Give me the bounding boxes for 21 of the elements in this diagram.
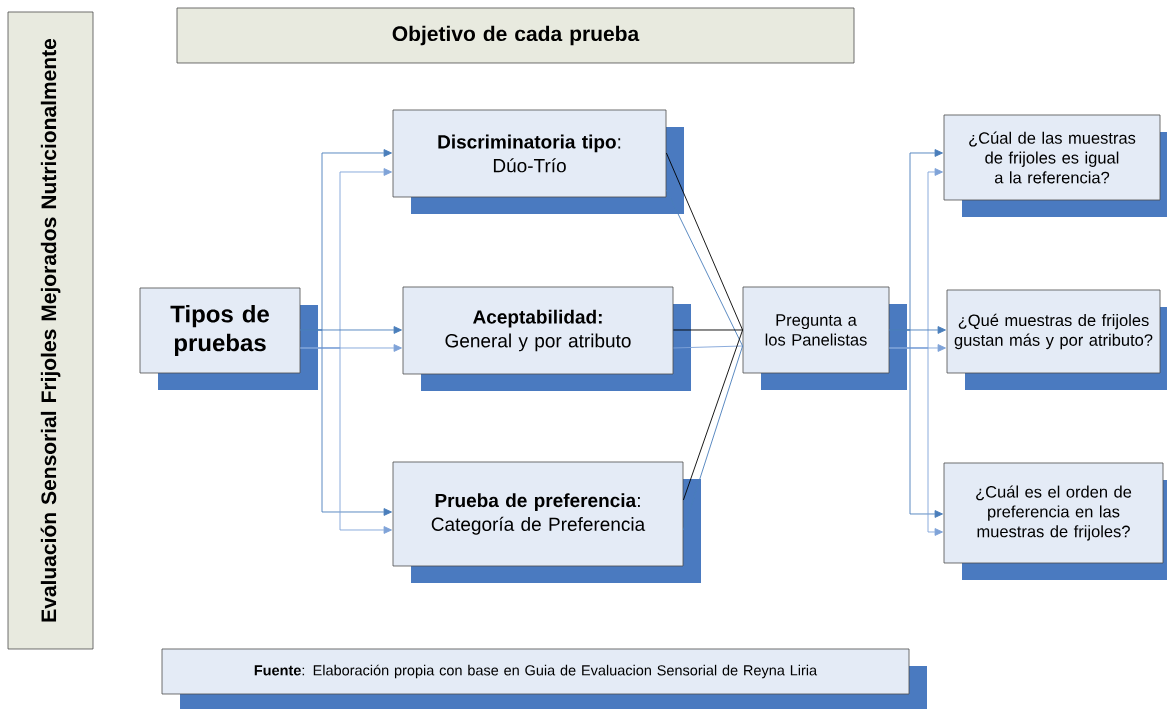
process-box: Pregunta a los Panelistas <box>742 286 907 390</box>
question-box: ¿Qué muestras de frijoles gustan más y por atributo? <box>946 289 1167 390</box>
connector <box>888 329 943 518</box>
process-box: Aceptabilidad: General y por atributo <box>402 286 691 391</box>
side-banner: Evaluación Sensorial Frijoles Mejorados Nutricionalmente <box>7 11 94 650</box>
connector <box>682 329 744 501</box>
question-box: ¿Cuál es el orden de preferencia en las muestras de frijoles? <box>943 462 1167 580</box>
connector <box>682 345 744 531</box>
process-box: Tipos de pruebas <box>139 287 318 390</box>
connector <box>888 347 943 536</box>
connector <box>672 345 744 349</box>
question-box: ¿Cúal de las muestras de frijoles es igual a la referencia? <box>943 114 1167 217</box>
connector <box>299 347 392 534</box>
connector <box>672 329 744 331</box>
connector <box>665 189 744 347</box>
process-box: Discriminatoria tipo: Dúo-Trío <box>392 109 684 214</box>
connector <box>299 329 392 516</box>
process-box: Prueba de preferencia: Categoría de Preferencia <box>392 461 701 583</box>
connector <box>665 152 744 331</box>
title-banner: Objetivo de cada prueba <box>176 7 855 64</box>
source-note-box: Fuente: Elaboración propia con base en Guia de Evaluacion Sensorial de Reyna Liria <box>161 648 927 709</box>
